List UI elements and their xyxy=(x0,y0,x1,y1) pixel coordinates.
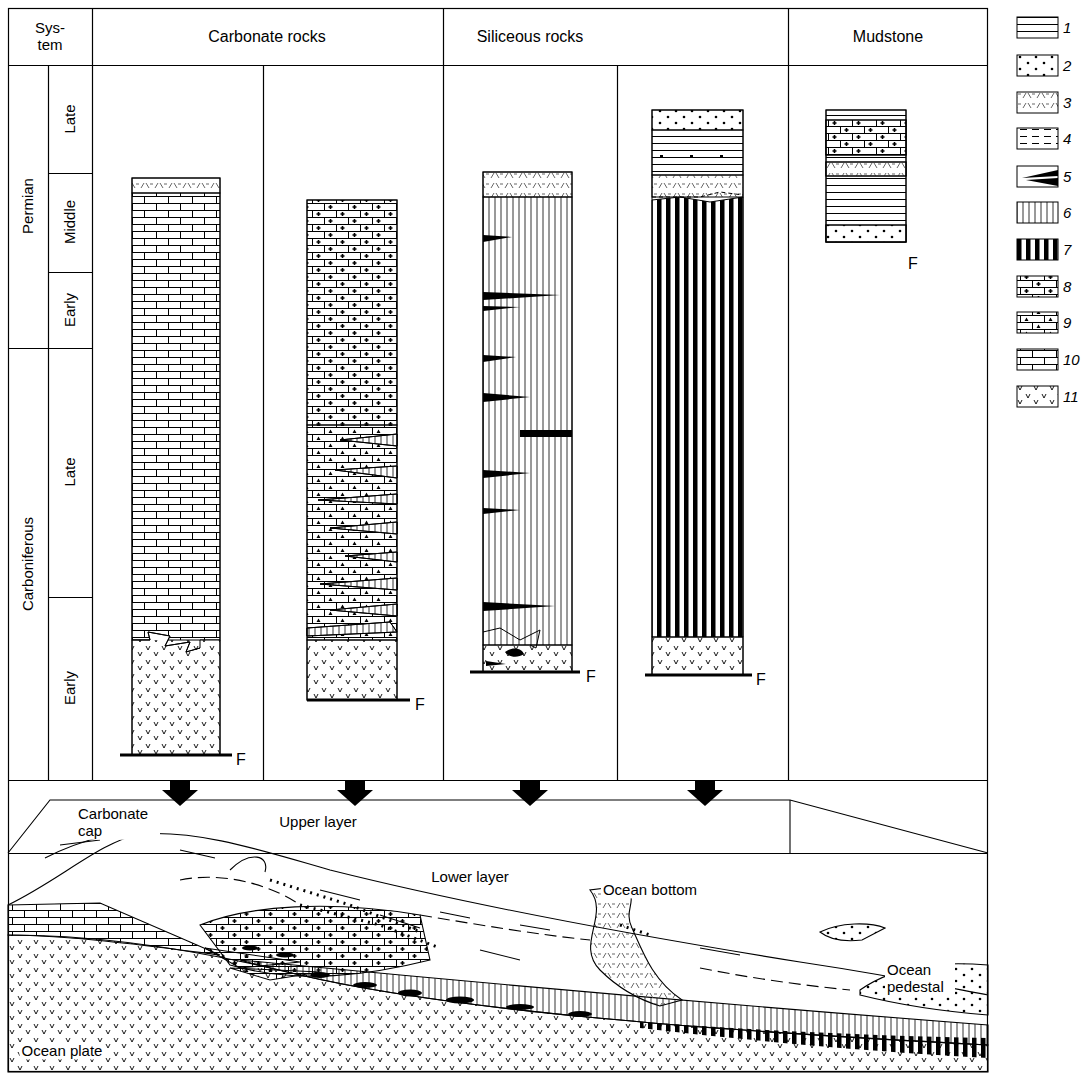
legend-number: 6 xyxy=(1063,204,1071,221)
header-cell: Mudstone xyxy=(853,28,923,46)
region-label: Ocean bottom xyxy=(601,881,699,898)
down-arrow xyxy=(162,780,723,806)
header-cell: Carbonate rocks xyxy=(208,28,325,46)
region-label: Ocean pedestal xyxy=(885,961,955,996)
legend-number: 5 xyxy=(1063,168,1071,185)
legend-number: 1 xyxy=(1063,19,1071,36)
fossil-mark: F xyxy=(908,255,918,273)
legend-number: 2 xyxy=(1063,57,1071,74)
region-label: Carbonate cap xyxy=(76,805,160,840)
header-cell: Sys- tem xyxy=(30,19,70,54)
strat-column xyxy=(120,178,232,755)
region-label: Upper layer xyxy=(277,813,359,830)
fossil-mark: F xyxy=(415,696,425,714)
strat-column xyxy=(826,110,906,242)
legend-number: 7 xyxy=(1063,241,1071,258)
region-label: Ocean plate xyxy=(20,1042,105,1059)
system-label: Permian xyxy=(19,178,36,234)
legend-number: 8 xyxy=(1063,278,1071,295)
fossil-mark: F xyxy=(756,671,766,689)
legend-number: 10 xyxy=(1063,351,1080,368)
table-grid xyxy=(8,8,988,1072)
block-diagram xyxy=(8,800,988,1072)
series-label: Early xyxy=(61,293,78,327)
legend-number: 9 xyxy=(1063,314,1071,331)
fossil-mark: F xyxy=(236,751,246,769)
strat-column xyxy=(645,110,752,675)
series-label: Middle xyxy=(61,200,78,244)
series-label: Late xyxy=(61,457,78,486)
series-label: Early xyxy=(61,671,78,705)
strat-column xyxy=(470,172,580,672)
legend-number: 3 xyxy=(1063,94,1071,111)
legend-number: 4 xyxy=(1063,130,1071,147)
region-label: Lower layer xyxy=(429,868,511,885)
legend-swatch xyxy=(1017,17,1058,407)
system-label: Carboniferous xyxy=(19,517,36,611)
series-label: Late xyxy=(61,104,78,133)
legend-number: 11 xyxy=(1063,388,1079,405)
strat-column xyxy=(307,200,410,700)
fossil-mark: F xyxy=(586,668,596,686)
header-cell: Siliceous rocks xyxy=(477,28,584,46)
